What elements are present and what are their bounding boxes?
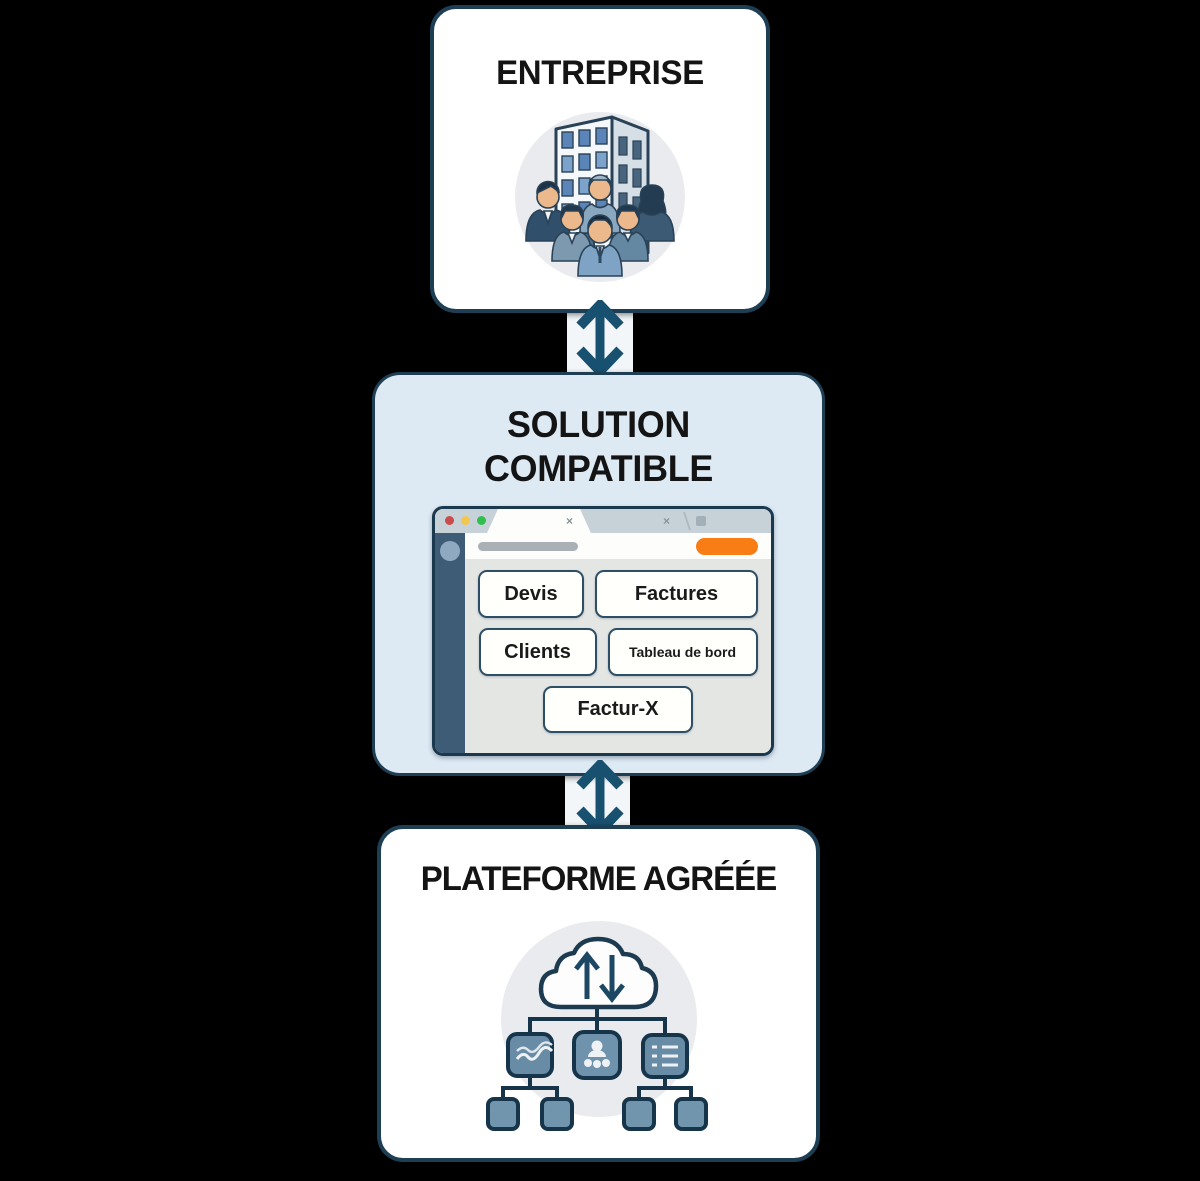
browser-content: Devis Factures Clients Tableau de bord F…: [465, 560, 771, 753]
window-controls: [445, 516, 486, 525]
primary-action-button[interactable]: [696, 537, 758, 555]
tab-close-icon[interactable]: ×: [565, 514, 573, 528]
entreprise-title: ENTREPRISE: [496, 54, 704, 92]
plateforme-box: PLATEFORME AGRÉÉE: [377, 825, 820, 1162]
entreprise-box: ENTREPRISE: [430, 5, 770, 313]
browser-sidebar: [435, 533, 465, 753]
users-node-icon: [583, 1040, 610, 1068]
team-icon: [525, 174, 675, 277]
factur-x-button[interactable]: Factur-X: [543, 686, 693, 733]
clients-button[interactable]: Clients: [478, 628, 597, 676]
close-window-icon[interactable]: [445, 516, 454, 525]
tab-favicon-icon: [696, 516, 707, 526]
avatar[interactable]: [440, 541, 460, 561]
factures-button[interactable]: Factures: [595, 570, 758, 618]
solution-box: SOLUTION COMPATIBLE × ×: [372, 372, 825, 776]
tableau-de-bord-button[interactable]: Tableau de bord: [607, 628, 758, 676]
tab-close-icon[interactable]: ×: [663, 514, 671, 528]
browser-toolbar: [465, 533, 771, 560]
cloud-network-icon: [485, 921, 708, 1131]
bidirectional-arrow-icon: [576, 300, 624, 376]
company-building-team-icon: [515, 112, 685, 282]
solution-title: SOLUTION COMPATIBLE: [483, 404, 714, 489]
upload-download-arrows-icon: [573, 950, 625, 1004]
browser-window: × ×: [432, 506, 774, 756]
devis-button[interactable]: Devis: [478, 570, 584, 618]
tab-divider: [683, 512, 691, 530]
browser-titlebar: × ×: [435, 509, 771, 533]
browser-tab-active[interactable]: ×: [487, 509, 591, 533]
browser-tab-inactive[interactable]: ×: [595, 509, 771, 533]
plateforme-title: PLATEFORME AGRÉÉE: [420, 860, 777, 898]
network-nodes: [505, 1030, 689, 1080]
cloud-icon: [538, 936, 658, 1010]
list-node-icon: [651, 1045, 678, 1067]
network-lines: [500, 1005, 693, 1099]
minimize-window-icon[interactable]: [461, 516, 470, 525]
chart-node-icon: [515, 1046, 553, 1061]
url-bar[interactable]: [478, 541, 578, 551]
maximize-window-icon[interactable]: [477, 516, 486, 525]
leaf-nodes: [485, 1097, 708, 1131]
